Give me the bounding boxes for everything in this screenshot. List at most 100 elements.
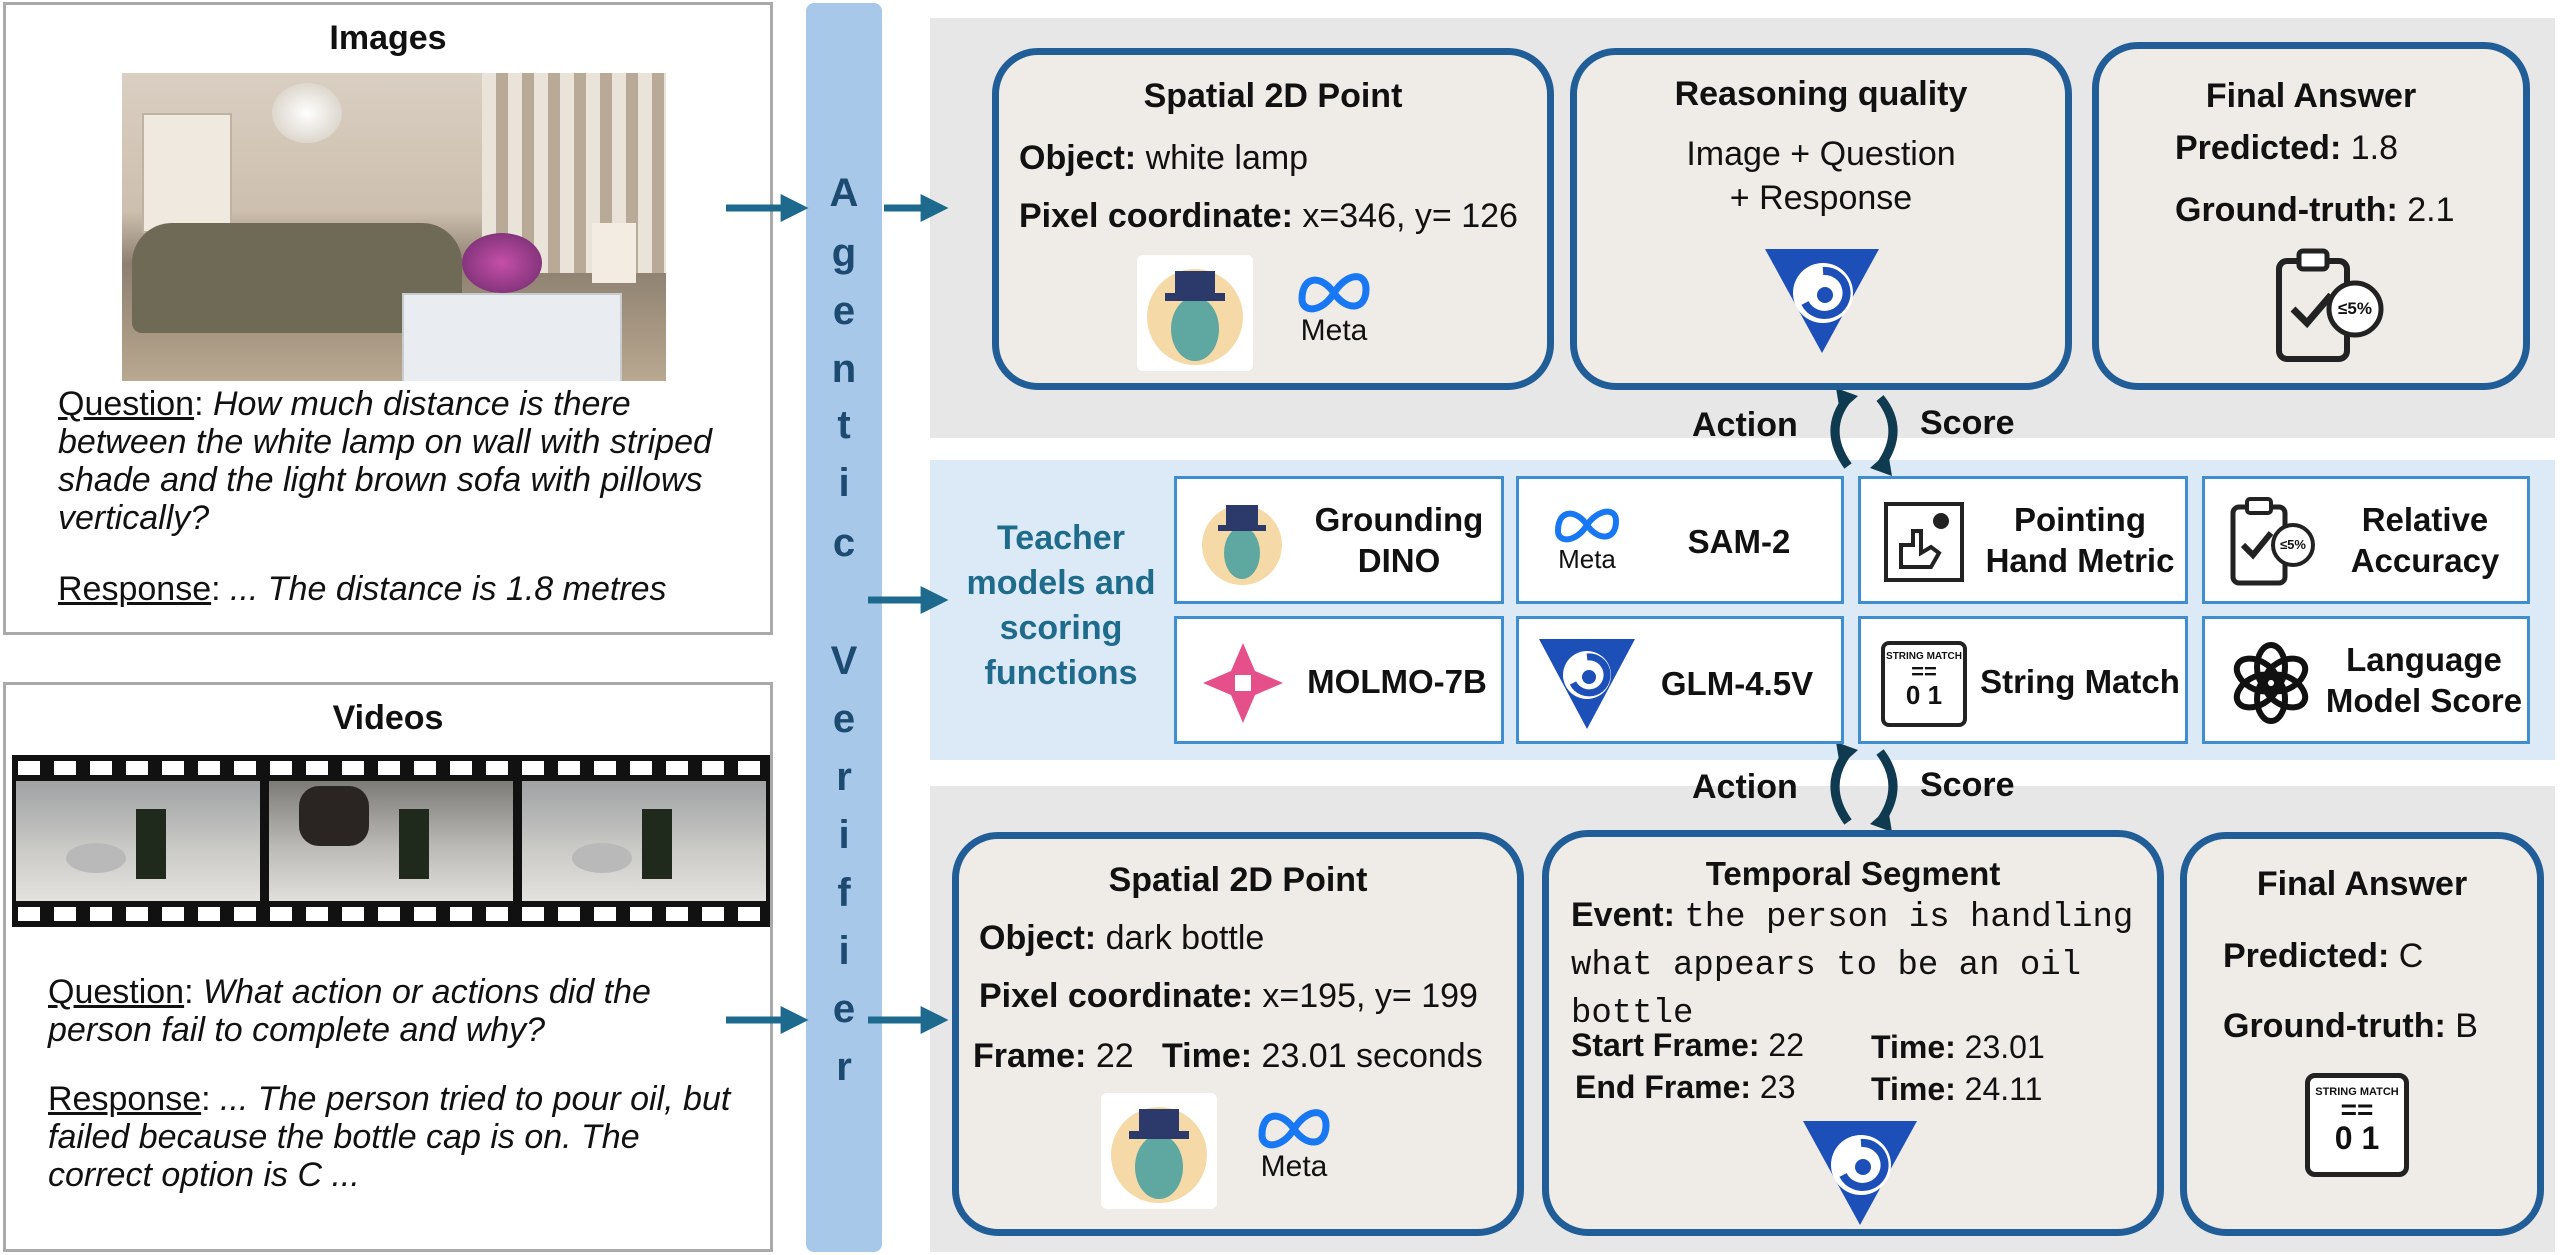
bottom-spatial-card: Spatial 2D Point Object: dark bottle Pix… (952, 832, 1524, 1236)
temporal-end: End Frame: 23 (1575, 1069, 1796, 1106)
top-predicted-label: Predicted: (2175, 129, 2342, 167)
meta-logo-text: Meta (1260, 1150, 1328, 1183)
tool-grounding-dino: Grounding DINO (1174, 476, 1504, 604)
teacher-heading-line: Teacher (997, 519, 1125, 557)
tool-language-model-score: Language Model Score (2202, 616, 2530, 744)
glm-logo-icon (1535, 631, 1639, 733)
top-final-predicted: Predicted: 1.8 (2175, 129, 2398, 168)
clipboard-accuracy-icon: ≤5% (2265, 245, 2389, 369)
top-gt-label: Ground-truth: (2175, 191, 2398, 229)
bottom-predicted-label: Predicted: (2223, 937, 2390, 975)
top-reasoning-card: Reasoning quality Image + Question + Res… (1570, 48, 2072, 390)
string-match-digits: 0 1 (1905, 680, 1943, 710)
video-frame-1 (16, 781, 260, 901)
top-pixel-label: Pixel coordinate: (1019, 197, 1293, 235)
temporal-end-time: Time: 24.11 (1871, 1071, 2042, 1108)
top-predicted-value: 1.8 (2350, 129, 2398, 167)
videos-response: Response: ... The person tried to pour o… (48, 1080, 731, 1194)
string-match-digits: 0 1 (2334, 1120, 2380, 1156)
temporal-event-line3: bottle (1571, 995, 1694, 1033)
tool-label-line1: Pointing (2014, 501, 2146, 538)
tool-relative-accuracy: ≤5% Relative Accuracy (2202, 476, 2530, 604)
temporal-event-label: Event: (1571, 896, 1675, 934)
bottom-spatial-object: Object: dark bottle (979, 919, 1264, 958)
meta-logo-icon: Meta (1249, 1105, 1339, 1195)
verifier-letter: e (832, 987, 856, 1031)
tool-label-line1: Grounding (1314, 501, 1484, 538)
videos-question-label: Question (48, 973, 185, 1011)
tool-label-line2: DINO (1357, 542, 1441, 579)
video-frame-2 (269, 781, 513, 901)
temporal-start: Start Frame: 22 (1571, 1027, 1804, 1064)
tool-molmo: MOLMO-7B (1174, 616, 1504, 744)
verifier-letter: i (838, 929, 850, 973)
clipboard-accuracy-icon: ≤5% (2225, 495, 2319, 589)
verifier-letter: e (832, 289, 856, 333)
verifier-letter: r (836, 755, 852, 799)
room-photo (122, 73, 666, 381)
bottom-pixel-label: Pixel coordinate: (979, 977, 1253, 1015)
start-frame-value: 22 (1768, 1027, 1804, 1063)
tool-label-line2: Accuracy (2350, 542, 2500, 579)
verifier-letter: c (832, 521, 856, 565)
bottom-final-groundtruth: Ground-truth: B (2223, 1007, 2478, 1046)
openai-logo-icon (2229, 641, 2313, 725)
bottom-frame-label: Frame: (973, 1037, 1087, 1075)
videos-response-label: Response (48, 1080, 202, 1118)
reasoning-line2: + Response (1729, 179, 1913, 217)
top-spatial-card: Spatial 2D Point Object: white lamp Pixe… (992, 48, 1554, 390)
verifier-letter: t (837, 403, 851, 447)
top-spatial-title: Spatial 2D Point (1143, 77, 1403, 115)
meta-logo-text: Meta (1558, 544, 1616, 574)
bottom-spatial-frame-time: Frame: 22 Time: 23.01 seconds (973, 1037, 1483, 1076)
loop-bottom-action-label: Action (1692, 768, 1798, 806)
bottom-final-card: Final Answer Predicted: C Ground-truth: … (2180, 832, 2544, 1236)
teacher-heading-line: functions (984, 654, 1138, 692)
meta-logo-icon: Meta (1547, 505, 1627, 575)
pointing-hand-icon (1883, 501, 1965, 583)
grounding-dino-mascot-icon (1101, 1093, 1217, 1209)
verifier-letter: g (831, 231, 857, 275)
images-question-label: Question (58, 385, 195, 423)
verifier-letter: n (831, 347, 857, 391)
tool-label: MOLMO-7B (1307, 663, 1487, 700)
tool-glm: GLM-4.5V (1516, 616, 1844, 744)
bottom-spatial-title: Spatial 2D Point (1108, 861, 1368, 899)
temporal-event: Event: the person is handling what appea… (1571, 893, 2151, 1037)
videos-question: Question: What action or actions did the… (48, 973, 651, 1049)
images-response: Response: ... The distance is 1.8 metres (58, 570, 667, 608)
molmo-logo-icon (1201, 641, 1285, 725)
images-response-label: Response (58, 570, 212, 608)
tool-label: String Match (1980, 663, 2180, 700)
teacher-heading-line: scoring (999, 609, 1123, 647)
bottom-object-label: Object: (979, 919, 1097, 957)
tool-pointing-hand: Pointing Hand Metric (1858, 476, 2188, 604)
teacher-heading-line: models and (966, 564, 1156, 602)
top-gt-value: 2.1 (2407, 191, 2455, 229)
temporal-start-time: Time: 23.01 (1871, 1029, 2045, 1066)
tool-label-line2: Model Score (2325, 682, 2523, 719)
end-frame-value: 23 (1759, 1069, 1796, 1105)
images-title: Images (329, 19, 447, 57)
start-time-value: 23.01 (1964, 1029, 2045, 1065)
string-match-small-text: STRING MATCH (2315, 1086, 2399, 1098)
string-match-eq: == (1911, 659, 1937, 684)
video-film-strip (12, 755, 770, 927)
clipboard-badge-text: ≤5% (2338, 299, 2372, 318)
agentic-verifier-bar: A g e n t i c V e r i f i e r (806, 3, 882, 1252)
tool-label-line1: Relative (2361, 501, 2489, 538)
grounding-dino-icon (1197, 495, 1287, 587)
tool-sam2: Meta SAM-2 (1516, 476, 1844, 604)
tool-label-line1: Language (2346, 641, 2502, 678)
verifier-letter: i (838, 461, 850, 505)
bottom-gt-value: B (2455, 1007, 2478, 1045)
meta-logo-icon: Meta (1289, 269, 1379, 359)
loop-bottom-score-label: Score (1920, 766, 2015, 804)
videos-question-text: What action or actions did the person fa… (48, 973, 651, 1049)
bottom-frame-value: 22 (1095, 1037, 1134, 1075)
temporal-event-line2: what appears to be an oil (1571, 947, 2082, 985)
grounding-dino-mascot-icon (1137, 255, 1253, 371)
string-match-icon: STRING MATCH == 0 1 (2305, 1073, 2409, 1177)
verifier-letter: f (837, 871, 851, 915)
verifier-letter: e (832, 697, 856, 741)
